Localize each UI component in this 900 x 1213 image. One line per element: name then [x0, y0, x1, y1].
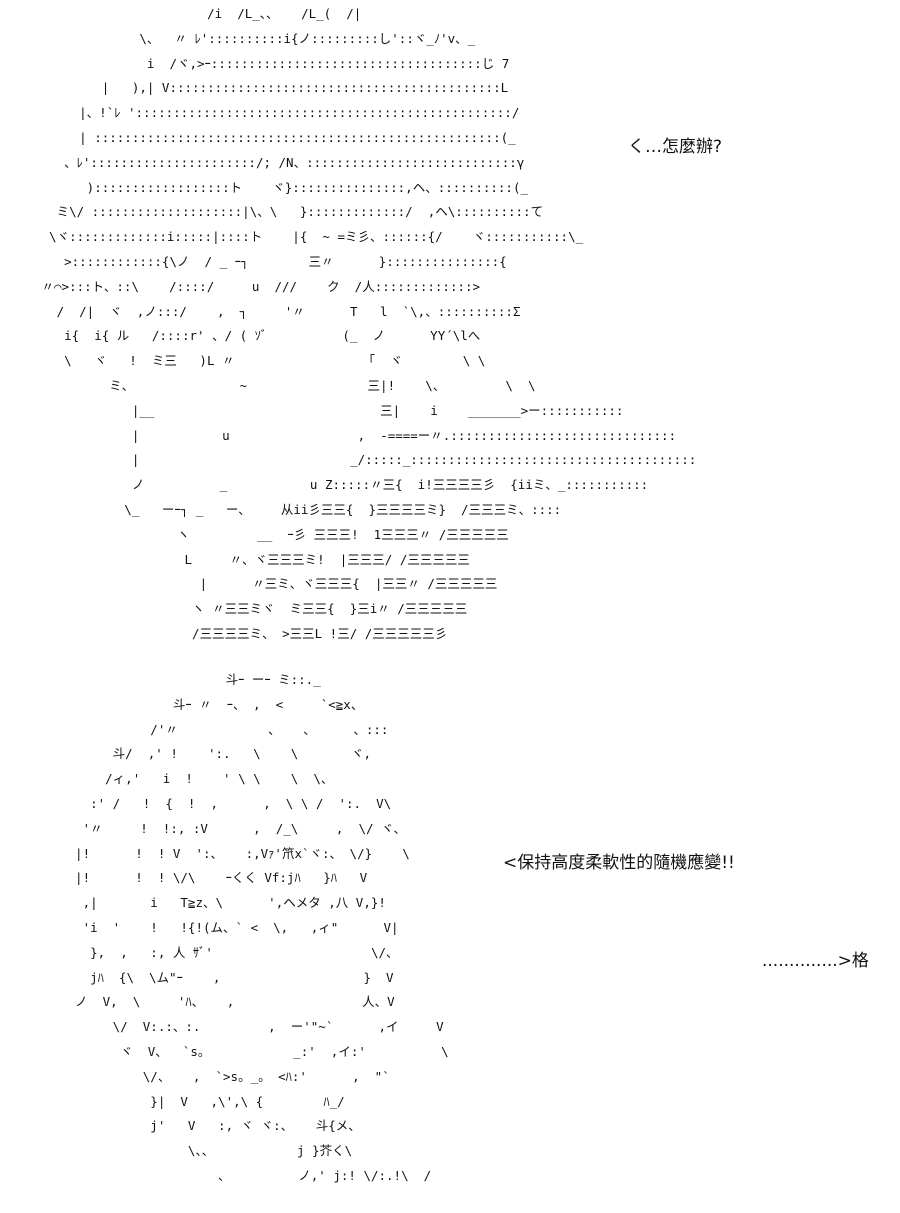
- ascii-art-top: /i /L_、、 /L_( /| \、 〃 ﾚ'::::::::::i{ノ:::…: [41, 6, 697, 641]
- ascii-art-bottom: 斗ｰ ーｰ ミ::._ 斗ｰ 〃 ｰ、 , < `<≧x、 /'〃 、 、 、:…: [75, 672, 449, 1183]
- dialogue-caption-1: く…怎麼辦?: [628, 137, 723, 157]
- dialogue-caption-2: <保持高度柔軟性的隨機應變!!: [503, 853, 735, 873]
- dialogue-caption-3: ..............>格: [762, 951, 869, 971]
